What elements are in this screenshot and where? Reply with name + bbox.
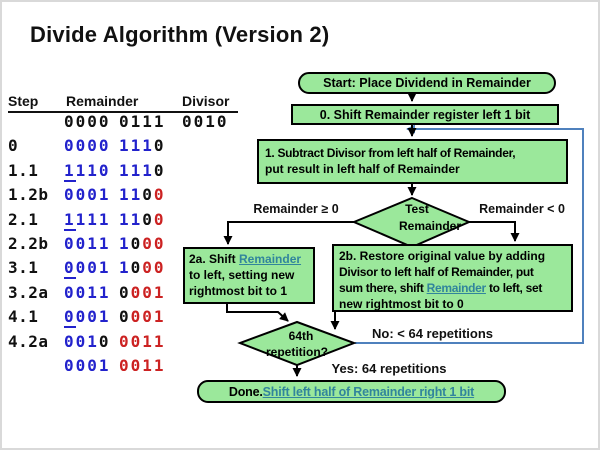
yes-branch-label: Yes: 64 repetitions [331, 361, 447, 376]
step2b-line4: new rightmost bit to 0 [339, 297, 464, 311]
branch-label-ge0: Remainder ≥ 0 [253, 202, 339, 216]
step1-line2: put result in left half of Remainder [265, 162, 460, 176]
step2b-line3-prefix: sum there, shift [339, 281, 427, 295]
repeat-diamond-shape [237, 320, 357, 367]
step2a-text: 2a. Shift [189, 252, 240, 266]
step0-label: 0. Shift Remainder register left 1 bit [319, 107, 531, 122]
step2a-node: 2a. Shift Remainder to left, setting new… [183, 247, 315, 304]
start-label: Start: Place Dividend in Remainder [323, 76, 531, 90]
step1-line1: 1. Subtract Divisor from left half of Re… [265, 146, 516, 160]
step0-node: 0. Shift Remainder register left 1 bit [291, 104, 559, 125]
no-branch-label: No: < 64 repetitions [372, 326, 493, 341]
repeat-diamond-line2: repetition? [266, 345, 328, 359]
connector-step2a-repeat [226, 304, 289, 322]
test-diamond-line1: Test [405, 202, 429, 216]
step2b-line1: 2b. Restore original value by adding [339, 249, 546, 263]
step2b-line3-suffix: to left, set [485, 281, 543, 295]
connector-test-step2b [469, 221, 520, 242]
branch-label-lt0: Remainder < 0 [479, 202, 565, 216]
remainder-link[interactable]: Remainder [239, 252, 302, 266]
loop-connector [355, 124, 584, 344]
test-diamond-line2: Remainder [398, 219, 462, 233]
page-title: Divide Algorithm (Version 2) [30, 22, 330, 47]
remainder-link[interactable]: Remainder [426, 281, 487, 295]
step2b-line2: Divisor to left half of Remainder, put [339, 265, 534, 279]
start-node: Start: Place Dividend in Remainder [298, 72, 556, 94]
done-label: Done. [228, 384, 263, 399]
step2b-node: 2b. Restore original value by adding Div… [332, 244, 573, 312]
done-node: Done. Shift left half of Remainder right… [197, 380, 506, 403]
step2a-line3: rightmost bit to 1 [189, 284, 287, 298]
step2a-line2: to left, setting new [189, 268, 295, 282]
repeat-diamond-line1: 64th [288, 329, 314, 343]
step1-node: 1. Subtract Divisor from left half of Re… [257, 139, 568, 184]
connector-test-step2a [223, 221, 354, 245]
done-shift-link[interactable]: Shift left half of Remainder right 1 bit [262, 384, 475, 399]
